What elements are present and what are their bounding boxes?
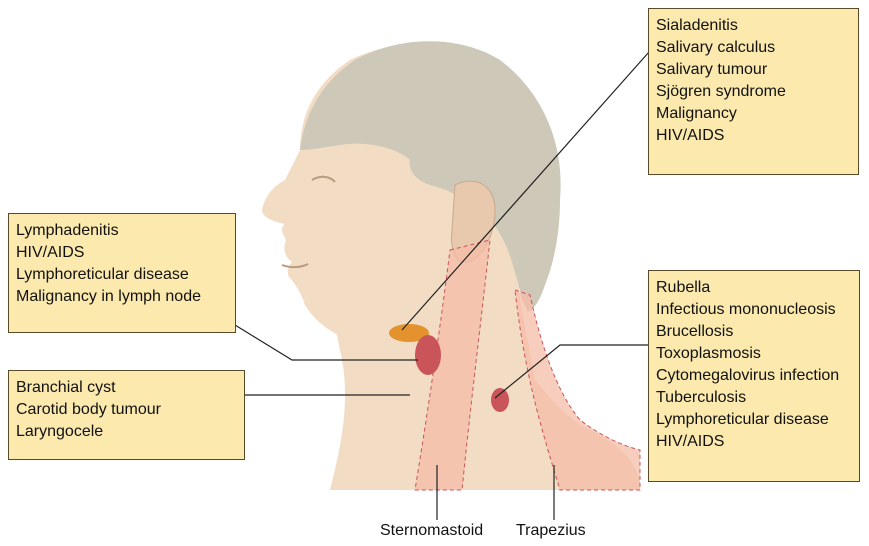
trapezius-label: Trapezius <box>516 522 586 540</box>
callout-item: Sialadenitis <box>656 15 852 37</box>
callout-item: Laryngocele <box>16 421 238 443</box>
callout-branchial: Branchial cyst Carotid body tumour Laryn… <box>8 370 245 460</box>
callout-item: HIV/AIDS <box>656 125 852 147</box>
callout-item: Salivary calculus <box>656 37 852 59</box>
callout-item: Rubella <box>656 277 853 299</box>
callout-lymph-upper: Lymphadenitis HIV/AIDS Lymphoreticular d… <box>8 213 236 333</box>
callout-item: Brucellosis <box>656 321 853 343</box>
callout-item: Branchial cyst <box>16 377 238 399</box>
posterior-triangle-node <box>491 388 509 412</box>
callout-item: Carotid body tumour <box>16 399 238 421</box>
callout-posterior: Rubella Infectious mononucleosis Brucell… <box>648 270 860 482</box>
sternomastoid-label: Sternomastoid <box>380 522 483 540</box>
callout-item: Infectious mononucleosis <box>656 299 853 321</box>
callout-item: Lymphoreticular disease <box>16 264 229 286</box>
callout-item: HIV/AIDS <box>16 242 229 264</box>
callout-item: Tuberculosis <box>656 387 853 409</box>
callout-item: Lymphoreticular disease <box>656 409 853 431</box>
callout-item: Malignancy in lymph node <box>16 286 229 308</box>
callout-item: Sjögren syndrome <box>656 81 852 103</box>
callout-item: Salivary tumour <box>656 59 852 81</box>
callout-item: Toxoplasmosis <box>656 343 853 365</box>
callout-item: Lymphadenitis <box>16 220 229 242</box>
callout-item: HIV/AIDS <box>656 431 853 453</box>
anterior-cervical-node <box>415 335 441 375</box>
callout-item: Cytomegalovirus infection <box>656 365 853 387</box>
callout-salivary: Sialadenitis Salivary calculus Salivary … <box>648 8 859 175</box>
callout-item: Malignancy <box>656 103 852 125</box>
